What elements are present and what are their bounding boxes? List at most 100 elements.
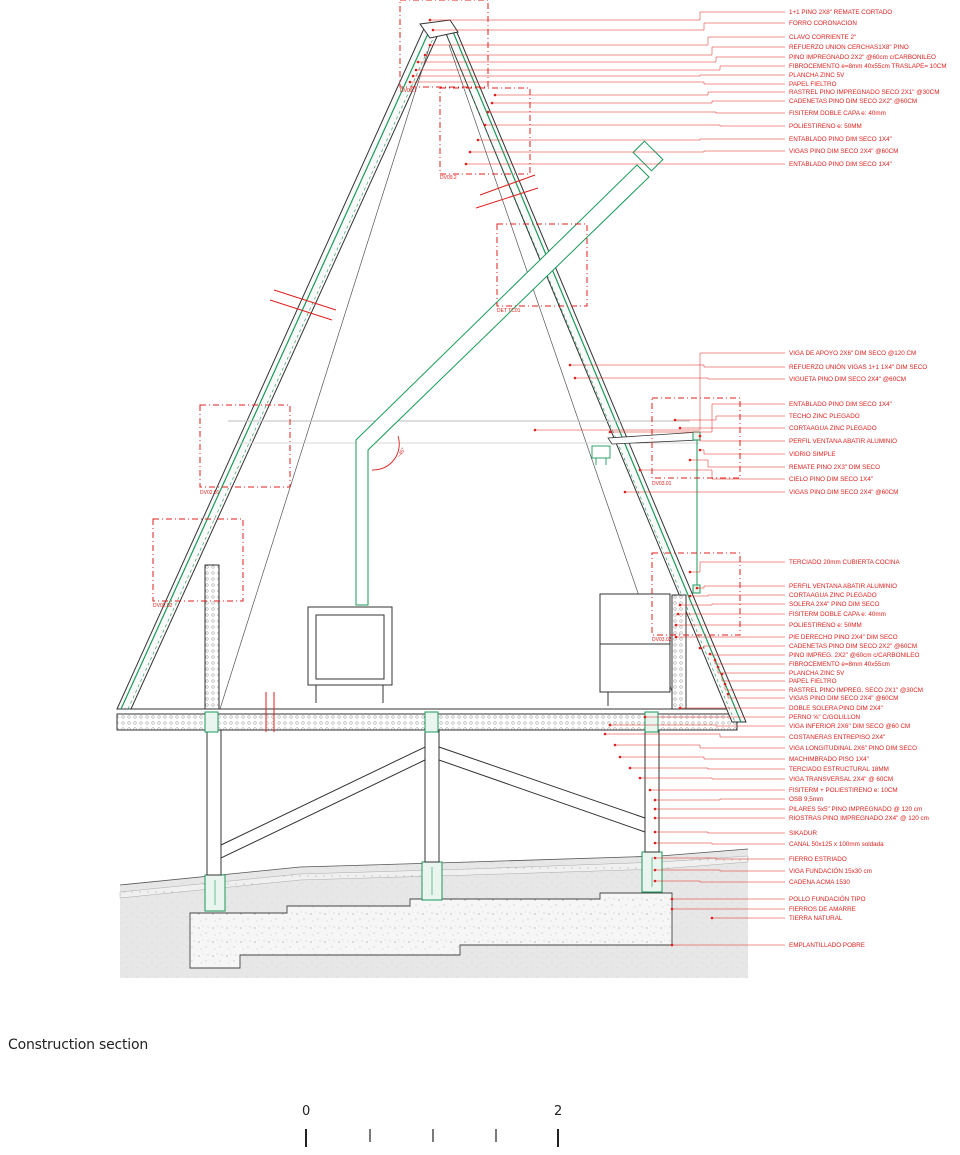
leader-dot bbox=[653, 807, 657, 811]
a-frame-right-wall bbox=[441, 23, 747, 723]
right-knee-wall bbox=[671, 594, 687, 710]
leader-dot bbox=[676, 612, 680, 616]
leader-line bbox=[575, 377, 785, 380]
leader-line bbox=[717, 667, 785, 674]
annotation-label: DOBLE SOLERA PINO DIM 2X4" bbox=[789, 705, 883, 712]
leader-dot bbox=[653, 830, 657, 834]
annotation-label: FORRO CORONACION bbox=[789, 20, 857, 27]
leader-line bbox=[724, 684, 785, 691]
annotation-label: REFUERZO UNIÓN VIGAS 1+1 1X4" DIM SECO bbox=[789, 362, 927, 371]
svg-text:DV02.02: DV02.02 bbox=[153, 603, 173, 609]
annotation-label: REFUERZO UNION CERCHAS1X8" PINO bbox=[789, 44, 909, 51]
leader-line bbox=[430, 36, 785, 46]
leader-line bbox=[570, 364, 785, 368]
annotation-label: FISITERM DOBLE CAPA e: 40mm bbox=[789, 611, 886, 618]
leader-dot bbox=[423, 53, 427, 57]
leader-line bbox=[727, 694, 785, 699]
leader-line bbox=[697, 585, 785, 589]
leader-dot bbox=[411, 74, 415, 78]
rebar-marks bbox=[214, 857, 653, 905]
leader-dot bbox=[618, 755, 622, 759]
annotation-label: ENTABLADO PINO DIM SECO 1X4" bbox=[789, 136, 892, 143]
leader-line bbox=[655, 869, 785, 872]
annotation-label: COSTANERAS ENTREPISO 2X4" bbox=[789, 734, 885, 741]
annotation-label: TIERRA NATURAL bbox=[789, 915, 843, 922]
annotation-label: VIGA FUNDACIÓN 15x30 cm bbox=[789, 866, 872, 875]
annotation-label: PERNO ⅝" C/GOLILLON bbox=[789, 714, 861, 721]
leader-dot bbox=[648, 788, 652, 792]
annotation-label: PAPEL FIELTRO bbox=[789, 678, 837, 685]
leader-line bbox=[640, 469, 785, 480]
leader-dot bbox=[428, 18, 432, 22]
leader-dot bbox=[414, 68, 418, 72]
leader-dot bbox=[716, 665, 720, 669]
leader-line bbox=[610, 403, 785, 433]
leader-dot bbox=[678, 426, 682, 430]
annotation-label: SIKADUR bbox=[789, 830, 817, 837]
leader-dot bbox=[483, 123, 487, 127]
annotation-label: CIELO PINO DIM SECO 1X4" bbox=[789, 476, 873, 483]
leader-line bbox=[610, 724, 785, 727]
leader-line bbox=[655, 842, 785, 845]
leader-line bbox=[655, 880, 785, 883]
annotation-label: VIGA LONGITUDINAL 2X6" PINO DIM SECO bbox=[789, 745, 917, 752]
svg-text:DV03.01: DV03.01 bbox=[652, 481, 672, 487]
annotation-label: VIGA DE APOYO 2X6" DIM SECO @120 CM bbox=[789, 350, 916, 357]
leader-dot bbox=[708, 652, 712, 656]
angle-label: ~45° bbox=[397, 447, 407, 459]
annotation-label: FIERRO ESTRIADO bbox=[789, 856, 847, 863]
leader-dot bbox=[698, 434, 702, 438]
leader-line bbox=[488, 111, 785, 114]
leader-line bbox=[699, 436, 785, 442]
detail-tags: DV09.1 DV09.2 DET TC01 DV02.01 DV02.02 D… bbox=[153, 88, 672, 643]
leader-dot bbox=[493, 93, 497, 97]
leader-dot bbox=[613, 743, 617, 747]
leader-dot bbox=[678, 706, 682, 710]
annotation-label: EMPLANTILLADO POBRE bbox=[789, 942, 865, 949]
leader-line bbox=[418, 56, 785, 63]
leader-dot bbox=[638, 776, 642, 780]
annotation-label: FIBROCEMENTO e=8mm 40x55cm TRASLAPE= 10C… bbox=[789, 63, 947, 70]
construction-section-drawing: ~45° DV09.1 DV09.2 DET TC01 DV02.01 DV02… bbox=[116, 0, 947, 978]
floor-platform bbox=[116, 708, 738, 733]
annotation-label: 1+1 PINO 2X8" REMATE CORTADO bbox=[789, 9, 892, 16]
leader-dot bbox=[653, 816, 657, 820]
scale-start-label: 0 bbox=[302, 1104, 310, 1119]
leader-line bbox=[470, 150, 785, 153]
leader-line bbox=[655, 857, 785, 860]
leader-dot bbox=[653, 841, 657, 845]
annotation-label: TERCIADO ESTRUCTURAL 18MM bbox=[789, 766, 889, 773]
leader-dot bbox=[653, 856, 657, 860]
leader-dot bbox=[698, 646, 702, 650]
annotation-label: CLAVO CORRIENTE 2" bbox=[789, 34, 856, 41]
annotation-label: CADENA ACMA 1530 bbox=[789, 879, 850, 886]
annotation-label: RIOSTRAS PINO IMPREGNADO 2X4" @ 120 cm bbox=[789, 815, 929, 822]
leader-dot bbox=[674, 635, 678, 639]
svg-text:DV09.2: DV09.2 bbox=[440, 175, 457, 181]
annotation-label: PIE DERECHO PINO 2X4" DIM SECO bbox=[789, 634, 898, 641]
leader-dot bbox=[653, 798, 657, 802]
leader-line bbox=[655, 831, 785, 834]
leader-dot bbox=[698, 448, 702, 452]
leader-dot bbox=[670, 943, 674, 947]
leader-line bbox=[690, 594, 785, 597]
annotation-label: FIBROCEMENTO e=8mm 40x55cm bbox=[789, 661, 890, 668]
leader-line bbox=[425, 46, 785, 56]
annotation-label: PLANCHA ZINC 5V bbox=[789, 72, 845, 79]
leader-dot bbox=[695, 586, 699, 590]
leader-dot bbox=[428, 43, 432, 47]
angle-arc bbox=[371, 435, 400, 471]
leader-line bbox=[675, 415, 785, 421]
annotation-label: CORTAAGUA ZINC PLEGADO bbox=[789, 592, 877, 599]
scale-ticks bbox=[305, 1129, 559, 1147]
leader-lines bbox=[408, 11, 785, 947]
annotation-label: RASTREL PINO IMPREG. SECO 2X1" @30CM bbox=[789, 687, 923, 694]
leader-dot bbox=[643, 715, 647, 719]
annotation-label: FIERROS DE AMARRE bbox=[789, 906, 856, 913]
leader-line bbox=[690, 459, 785, 468]
stove-flue bbox=[355, 140, 664, 606]
leader-dot bbox=[653, 868, 657, 872]
annotation-labels: 1+1 PINO 2X8" REMATE CORTADO FORRO CORONA… bbox=[789, 9, 947, 949]
leader-dot bbox=[476, 138, 480, 142]
annotation-label: SOLERA 2X4" PINO DIM SECO bbox=[789, 601, 880, 608]
